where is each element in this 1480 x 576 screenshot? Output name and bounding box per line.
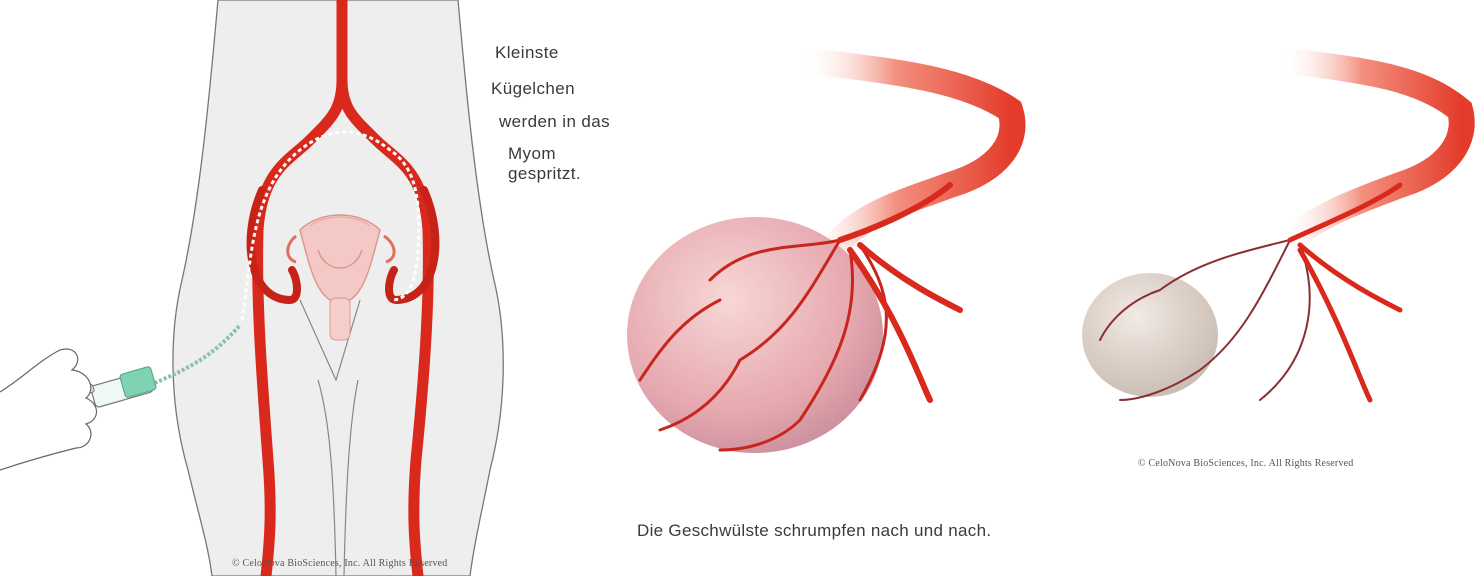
fibroid-shrinkage-panel: © CeloNova BioSciences, Inc. All Rights … — [600, 0, 1480, 576]
embolization-illustration-panel: Kleinste Kügelchen werden in das Myom ge… — [0, 0, 620, 576]
small-fibroid-main-artery — [1280, 60, 1462, 240]
fibroid-illustrations — [600, 0, 1480, 576]
hand-outline — [0, 349, 97, 470]
left-caption-line-2: Kügelchen — [491, 79, 575, 99]
large-fibroid — [627, 185, 960, 453]
left-caption-line-3: werden in das — [499, 112, 610, 132]
left-copyright: © CeloNova BioSciences, Inc. All Rights … — [232, 558, 448, 569]
right-copyright: © CeloNova BioSciences, Inc. All Rights … — [1138, 458, 1354, 469]
left-caption-line-1: Kleinste — [495, 43, 559, 63]
shrinkage-caption: Die Geschwülste schrumpfen nach und nach… — [637, 521, 991, 541]
